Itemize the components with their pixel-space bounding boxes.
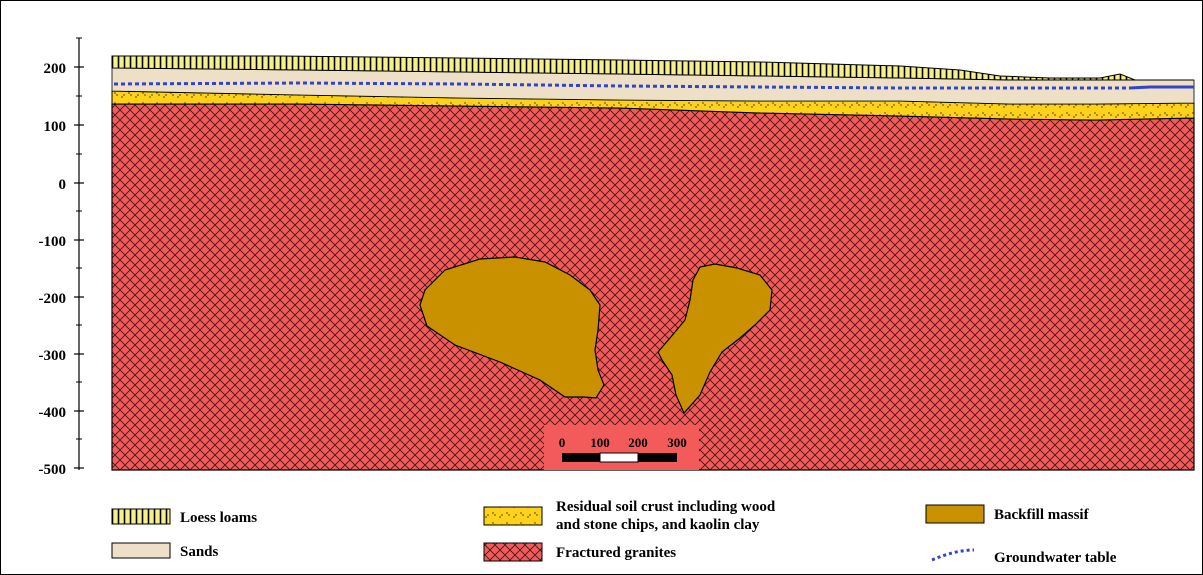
y-tick-label: -100 bbox=[39, 234, 67, 250]
granite-swatch bbox=[484, 543, 542, 561]
y-tick-label: -200 bbox=[39, 291, 67, 307]
legend-item-groundwater: Groundwater table bbox=[932, 550, 1117, 566]
groundwater-surface bbox=[1130, 87, 1194, 88]
y-tick-label: 0 bbox=[59, 177, 67, 193]
legend-item-granite: Fractured granites bbox=[484, 543, 676, 561]
scale-label-300: 300 bbox=[667, 435, 687, 450]
scale-label-0: 0 bbox=[559, 435, 566, 450]
legend-item-crust: Residual soil crust including wood and s… bbox=[484, 499, 776, 533]
crust-swatch bbox=[484, 507, 542, 525]
legend-label-granite: Fractured granites bbox=[556, 545, 676, 561]
legend-label-backfill: Backfill massif bbox=[994, 507, 1090, 523]
scale-label-100: 100 bbox=[590, 435, 610, 450]
y-tick-label: 200 bbox=[44, 61, 67, 77]
scale-label-200: 200 bbox=[628, 435, 648, 450]
loess-swatch bbox=[112, 509, 170, 524]
legend-label-groundwater: Groundwater table bbox=[994, 550, 1117, 566]
sands-swatch bbox=[112, 543, 170, 558]
legend-label-sands: Sands bbox=[180, 544, 219, 560]
y-tick-label: -500 bbox=[39, 462, 67, 478]
y-tick-label: -300 bbox=[39, 348, 67, 364]
granite-layer bbox=[112, 104, 1194, 470]
legend-item-loess: Loess loams bbox=[112, 509, 257, 526]
legend-label-loess: Loess loams bbox=[180, 510, 257, 526]
legend-label-crust-line2: and stone chips, and kaolin clay bbox=[556, 517, 760, 533]
y-axis: 200 100 0 -100 -200 -300 -400 -500 bbox=[39, 38, 85, 478]
y-tick-label: 100 bbox=[44, 119, 67, 135]
groundwater-swatch bbox=[932, 550, 974, 560]
legend-item-sands: Sands bbox=[112, 543, 219, 560]
legend: Loess loams Sands Residual soil crust in… bbox=[112, 499, 1117, 566]
backfill-swatch bbox=[926, 505, 984, 523]
legend-label-crust-line1: Residual soil crust including wood bbox=[556, 499, 776, 515]
y-tick-label: -400 bbox=[39, 405, 67, 421]
legend-item-backfill: Backfill massif bbox=[926, 505, 1090, 523]
